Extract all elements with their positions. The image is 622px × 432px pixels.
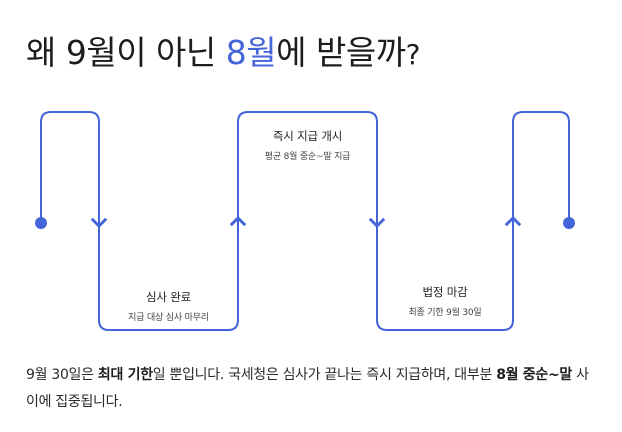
step-title: 법정 마감 [422,285,468,299]
note-text: 사이에 집중됩니다. [26,367,589,410]
step-review-complete: 심사 완료 지급 대상 심사 마무리 [99,289,238,323]
note-emphasis: 8월 중순~말 [496,367,572,383]
title-prefix: 왜 9월이 아닌 [26,33,226,72]
step-subtitle: 최종 기한 9월 30일 [408,308,482,318]
page-title: 왜 9월이 아닌 8월에 받을까? [26,26,420,74]
step-payment-start: 즉시 지급 개시 평균 8월 중순~말 지급 [238,128,377,162]
timeline-path [40,111,570,331]
step-legal-deadline: 법정 마감 최종 기한 9월 30일 [377,284,513,318]
step-title: 즉시 지급 개시 [272,129,343,143]
note-text: 일 뿐입니다. 국세청은 심사가 끝나는 즉시 지급하며, 대부분 [152,367,497,383]
title-suffix: 에 받을까 [276,33,406,72]
title-question-mark: ? [405,38,421,71]
explanation-note: 9월 30일은 최대 기한일 뿐입니다. 국세청은 심사가 끝나는 즉시 지급하… [26,362,601,416]
end-dot [563,217,575,229]
timeline-diagram [35,111,575,331]
step-title: 심사 완료 [146,290,191,304]
step-subtitle: 지급 대상 심사 마무리 [128,313,209,323]
note-emphasis: 최대 기한 [97,367,153,383]
start-dot [35,217,47,229]
note-text: 9월 30일은 [26,367,98,383]
title-accent: 8월 [225,33,277,72]
step-subtitle: 평균 8월 중순~말 지급 [264,152,351,162]
